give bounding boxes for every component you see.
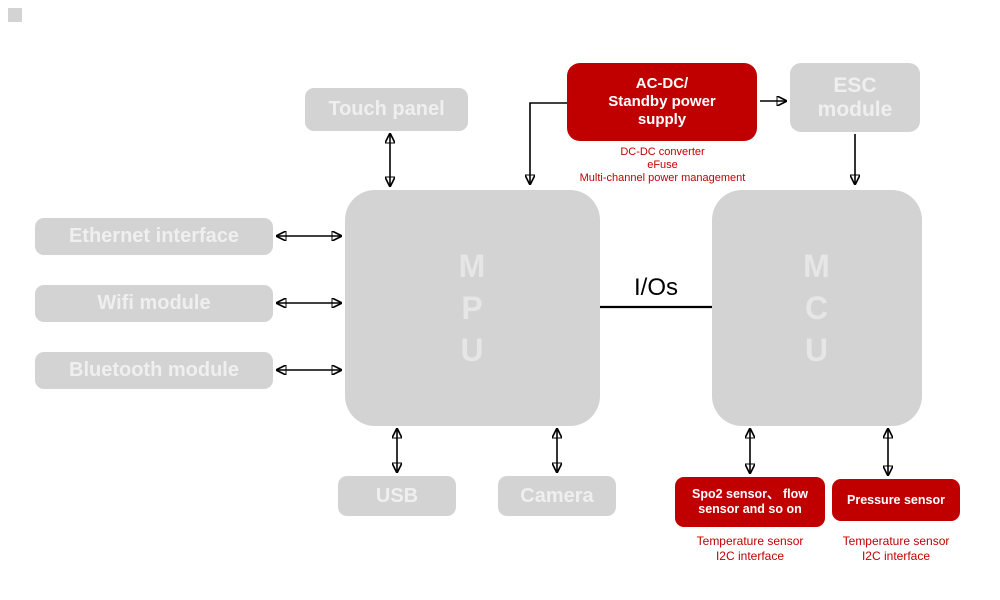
node-camera: Camera	[498, 476, 616, 516]
node-pressure-label: Pressure sensor	[847, 493, 945, 507]
node-esc-module: ESC module	[790, 63, 920, 132]
node-touch-panel: Touch panel	[305, 88, 468, 131]
node-camera-label: Camera	[520, 484, 594, 507]
node-usb-label: USB	[375, 484, 419, 507]
node-wifi-module: Wifi module	[35, 285, 273, 322]
corner-marker	[8, 8, 22, 22]
node-wifi-label: Wifi module	[97, 292, 211, 314]
node-esc-label: ESC module	[817, 73, 893, 121]
ios-link-label: I/Os	[633, 274, 678, 301]
node-acdc-label: AC-DC/ Standby power supply	[608, 75, 716, 128]
node-ethernet-interface: Ethernet interface	[35, 218, 273, 255]
node-mpu: M P U	[345, 190, 600, 426]
node-bluetooth-label: Bluetooth module	[69, 359, 239, 381]
node-touch-panel-label: Touch panel	[328, 98, 445, 120]
acdc-caption: DC-DC converter eFuse Multi-channel powe…	[579, 146, 746, 184]
node-ethernet-label: Ethernet interface	[68, 225, 240, 247]
node-pressure-sensor: Pressure sensor	[832, 479, 960, 521]
node-bluetooth-module: Bluetooth module	[35, 352, 273, 389]
node-usb: USB	[338, 476, 456, 516]
node-mpu-label: M P U	[458, 248, 487, 368]
node-mcu: M C U	[712, 190, 922, 426]
node-acdc-power-supply: AC-DC/ Standby power supply	[567, 63, 757, 141]
node-mcu-label: M C U	[803, 248, 831, 368]
node-spo2-label: Spo2 sensor、 flow sensor and so on	[692, 487, 808, 516]
node-spo2-sensor: Spo2 sensor、 flow sensor and so on	[675, 477, 825, 527]
pressure-caption: Temperature sensor I2C interface	[842, 534, 950, 563]
spo2-caption: Temperature sensor I2C interface	[696, 534, 804, 563]
